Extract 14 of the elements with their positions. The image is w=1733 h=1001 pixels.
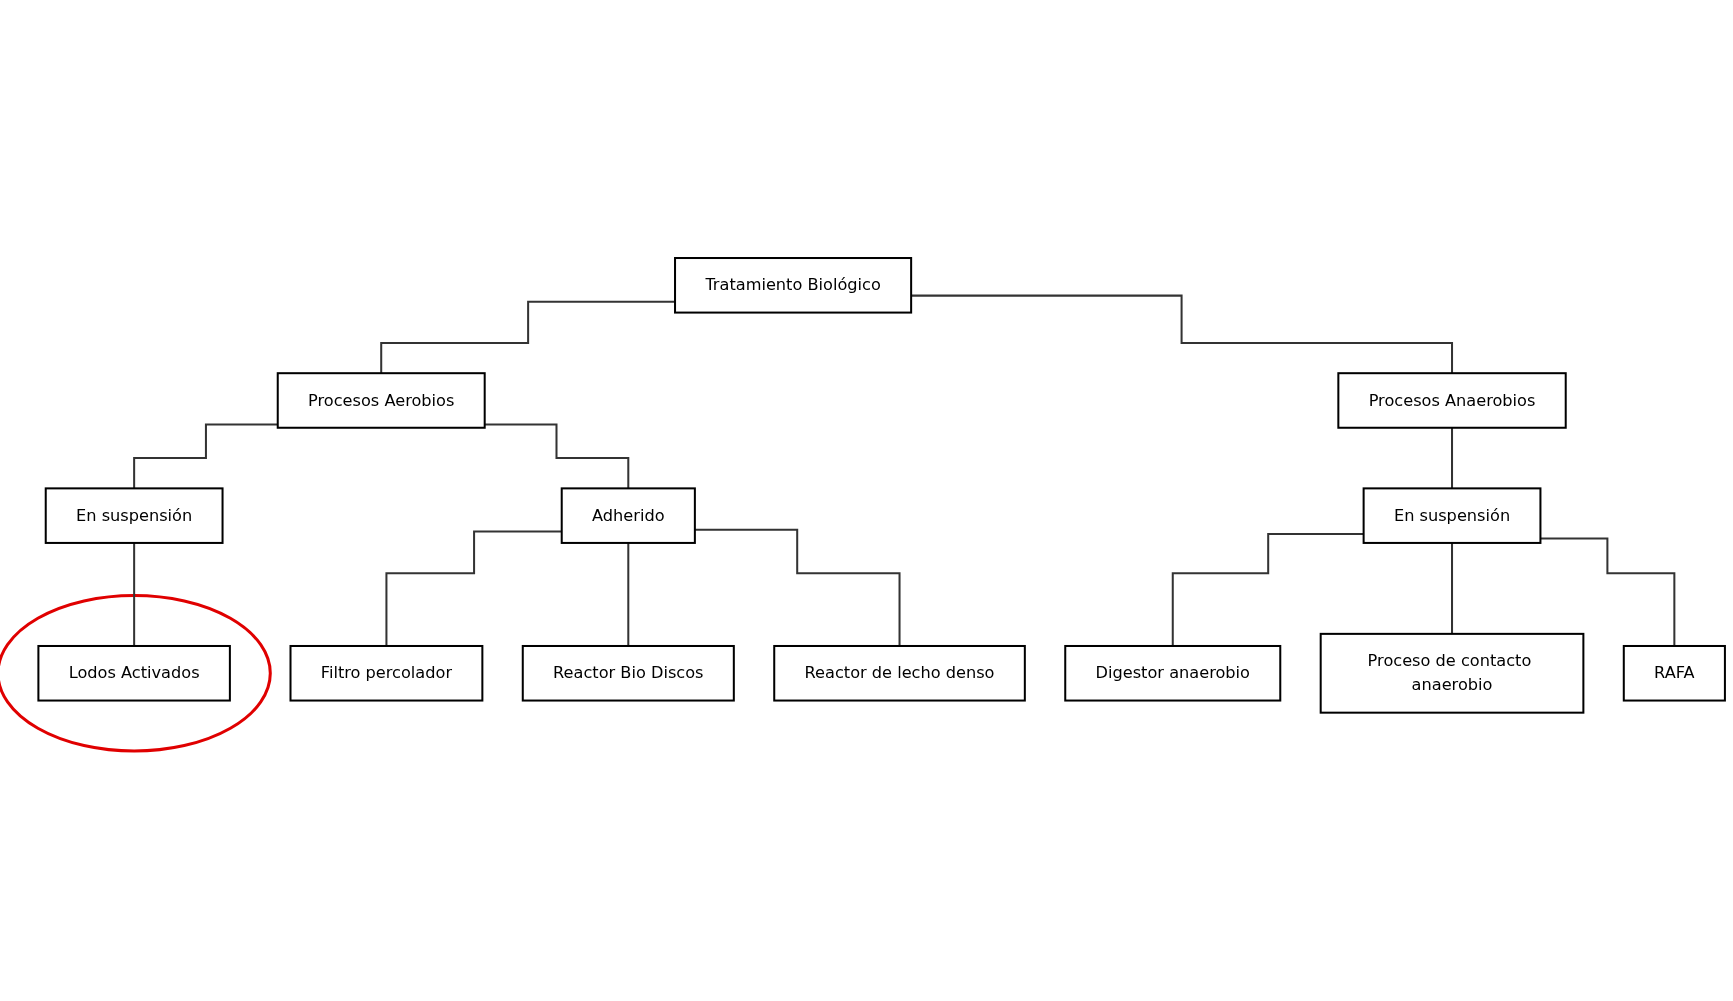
node-box: Proceso de contacto anaerobio [1319, 632, 1585, 714]
node-box: En suspensión [44, 487, 224, 544]
node-box: Digestor anaerobio [1064, 645, 1282, 702]
node-box: Procesos Aerobios [276, 372, 486, 429]
node-box: Reactor de lecho denso [773, 645, 1026, 702]
node-box: Reactor Bio Discos [521, 645, 735, 702]
cluster [0, 593, 272, 753]
node-box: Adherido [560, 487, 696, 544]
node-box: Tratamiento Biológico [674, 257, 913, 314]
node-box: En suspensión [1362, 487, 1542, 544]
node-box: Filtro percolador [289, 645, 484, 702]
node-box: Procesos Anaerobios [1337, 372, 1567, 429]
node-box: RAFA [1622, 645, 1726, 702]
node-box: Lodos Activados [37, 645, 231, 702]
